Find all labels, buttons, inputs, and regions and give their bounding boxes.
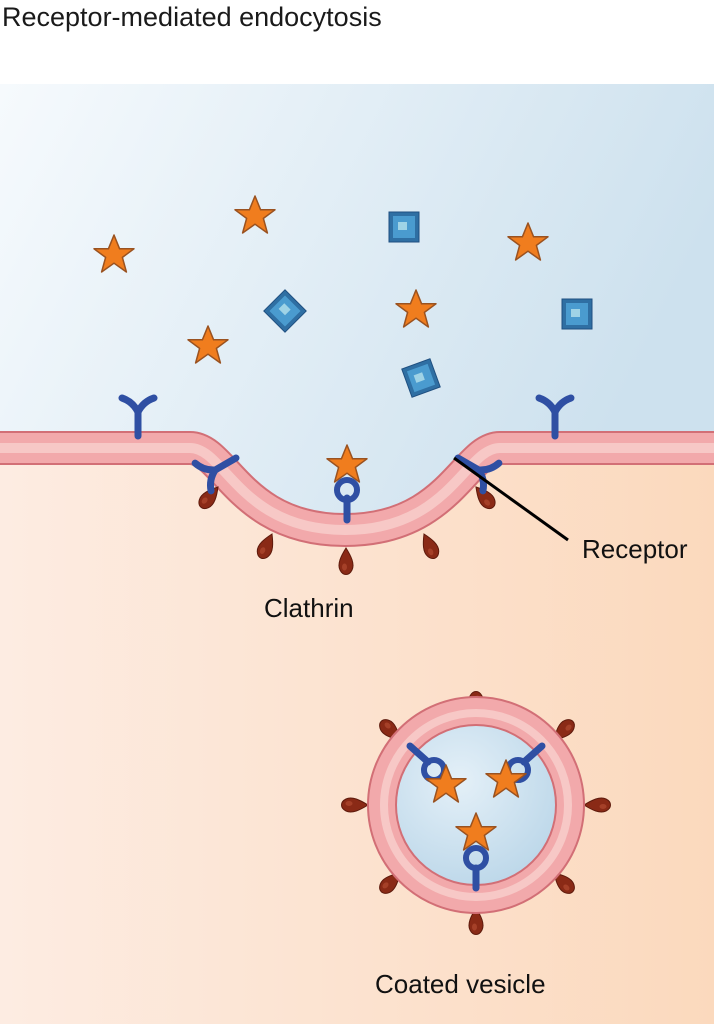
bound-receptor	[334, 477, 360, 524]
coated-vesicle	[341, 691, 611, 935]
coated-vesicle-label: Coated vesicle	[375, 969, 546, 999]
ligand-square	[388, 211, 420, 243]
plasma-membrane	[0, 431, 714, 548]
receptor-pointer-line	[453, 456, 569, 542]
clathrin-label: Clathrin	[264, 593, 354, 623]
diagram-title: Receptor-mediated endocytosis	[2, 2, 382, 32]
cytoplasm	[0, 455, 714, 1024]
ligand-square	[561, 298, 593, 330]
receptors-membrane	[122, 398, 571, 524]
receptor-label: Receptor	[582, 534, 688, 564]
